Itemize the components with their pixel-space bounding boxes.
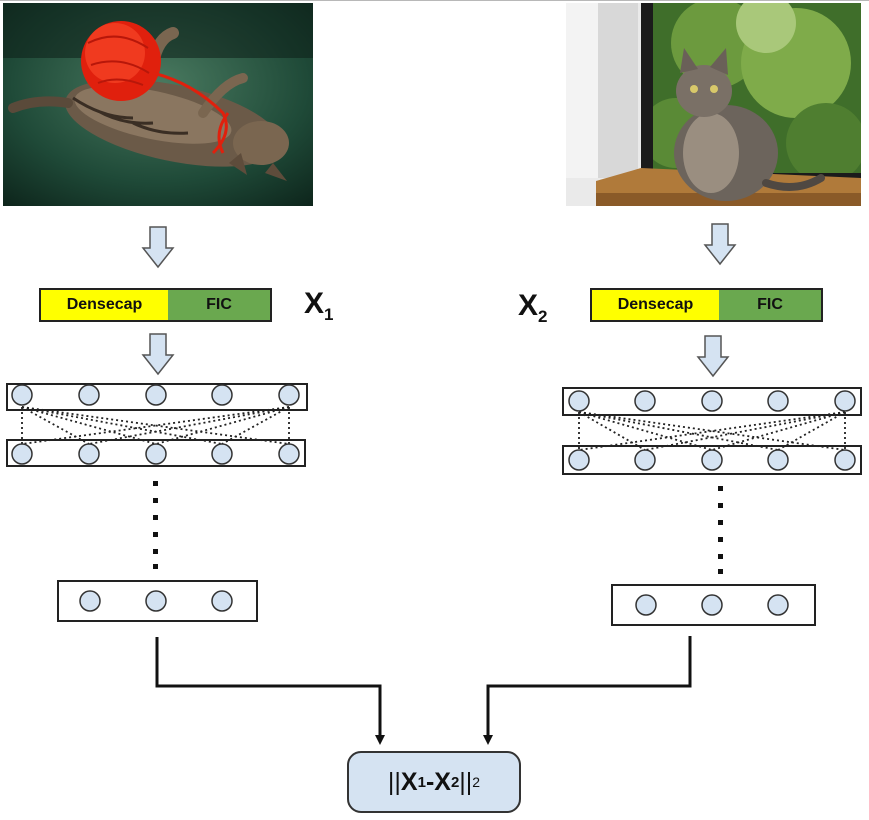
left-arrow-image-to-features	[141, 226, 175, 269]
formula-bars-close: ||	[459, 767, 473, 796]
node	[634, 390, 656, 412]
x2-label-main: X	[518, 289, 539, 322]
node	[78, 443, 100, 465]
x2-label-subscript: 2	[538, 307, 548, 326]
right-ellipsis-dots	[718, 486, 723, 574]
node	[78, 384, 100, 406]
node	[701, 390, 723, 412]
node	[634, 449, 656, 471]
node	[11, 384, 33, 406]
top-rule	[0, 0, 869, 1]
formula-x2: X	[434, 767, 451, 796]
left-ellipsis-dots	[153, 481, 158, 569]
right-connector-arrow	[483, 636, 692, 745]
right-layer-2-nodes	[568, 449, 856, 471]
x1-label-main: X	[304, 287, 325, 320]
x2-label: X2	[518, 289, 547, 327]
left-fic-segment: FIC	[168, 290, 270, 320]
left-layer-2-nodes	[11, 443, 300, 465]
node	[211, 590, 233, 612]
right-connections	[578, 402, 846, 460]
node	[635, 594, 657, 616]
node	[278, 443, 300, 465]
left-feature-bar: Densecap FIC	[39, 288, 272, 322]
x1-label: X1	[304, 287, 333, 325]
node	[701, 449, 723, 471]
formula-x1-subscript: 1	[417, 773, 426, 791]
formula-x2-subscript: 2	[450, 773, 460, 791]
right-output-layer	[611, 584, 816, 626]
formula-power: 2	[472, 774, 481, 790]
node	[701, 594, 723, 616]
node	[145, 443, 167, 465]
formula-minus: -	[425, 767, 435, 796]
left-arrow-features-to-network	[141, 333, 175, 376]
formula-x1: X	[400, 767, 418, 796]
left-densecap-segment: Densecap	[41, 290, 168, 320]
node	[834, 449, 856, 471]
right-cat-image	[566, 3, 861, 206]
right-fic-label: FIC	[757, 296, 783, 313]
right-arrow-features-to-network	[696, 335, 730, 378]
node	[278, 384, 300, 406]
node	[79, 590, 101, 612]
node	[834, 390, 856, 412]
node	[568, 449, 590, 471]
right-fic-segment: FIC	[719, 290, 821, 320]
node	[767, 449, 789, 471]
right-feature-bar: Densecap FIC	[590, 288, 823, 322]
node	[211, 384, 233, 406]
node	[145, 384, 167, 406]
left-fic-label: FIC	[206, 296, 232, 313]
left-densecap-label: Densecap	[66, 296, 143, 313]
node	[11, 443, 33, 465]
left-output-layer	[57, 580, 258, 622]
right-arrow-image-to-features	[703, 223, 737, 266]
left-connector-arrow	[155, 637, 385, 745]
node	[767, 390, 789, 412]
left-cat-image	[3, 3, 313, 206]
formula-bars-open: ||	[387, 767, 401, 796]
node	[568, 390, 590, 412]
x1-label-subscript: 1	[324, 305, 334, 324]
right-layer-1-nodes	[568, 390, 856, 412]
node	[211, 443, 233, 465]
right-densecap-segment: Densecap	[592, 290, 719, 320]
right-densecap-label: Densecap	[617, 296, 694, 313]
node	[767, 594, 789, 616]
left-layer-1-nodes	[11, 384, 300, 406]
node	[145, 590, 167, 612]
